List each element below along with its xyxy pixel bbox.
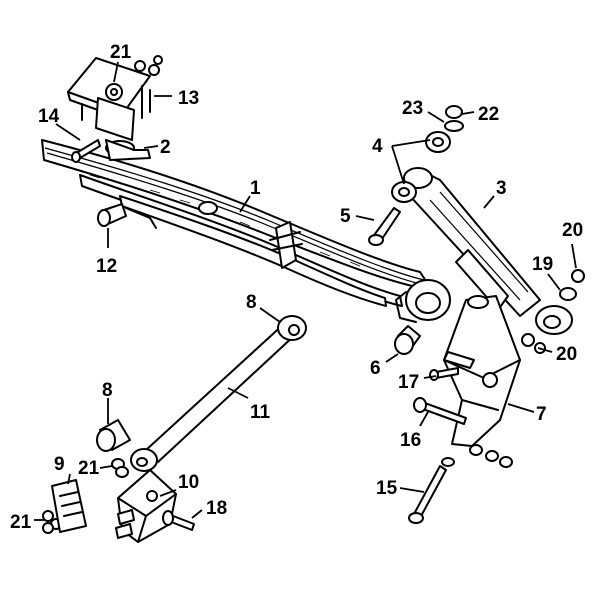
callout-18: 18 [206, 498, 227, 519]
nuts-right [469, 269, 585, 468]
spring-pin [97, 203, 157, 229]
callout-20-lower: 20 [556, 344, 577, 365]
callout-13: 13 [178, 88, 199, 109]
callout-2: 2 [160, 137, 171, 158]
callout-21-bottom: 21 [10, 512, 32, 533]
callout-23: 23 [402, 98, 423, 119]
callout-labels: 1 2 3 4 5 6 7 8 8 9 10 11 12 13 14 15 16… [10, 42, 583, 533]
callout-1: 1 [250, 178, 261, 199]
washer-nut-upper [444, 105, 464, 132]
track-bar-bushing [96, 419, 131, 452]
track-bar [130, 315, 307, 472]
callout-8-lower: 8 [102, 380, 113, 401]
callout-20-upper: 20 [562, 220, 583, 241]
callout-8-upper: 8 [246, 292, 257, 313]
callout-21-middle: 21 [78, 458, 100, 479]
callout-16: 16 [400, 430, 421, 451]
callout-11: 11 [250, 402, 271, 423]
bolts-lower-right [408, 367, 467, 524]
shock-bolt [368, 207, 401, 246]
callout-15: 15 [376, 478, 398, 499]
shock-bushings [391, 131, 451, 203]
callout-6: 6 [370, 358, 381, 379]
callout-4: 4 [372, 136, 383, 157]
callout-19: 19 [532, 254, 553, 275]
callout-12: 12 [96, 256, 117, 277]
callout-22: 22 [478, 104, 499, 125]
callout-17: 17 [398, 372, 419, 393]
callout-3: 3 [496, 178, 507, 199]
callout-9: 9 [54, 454, 65, 475]
callout-10: 10 [178, 472, 199, 493]
leaf-spring [41, 139, 451, 323]
spring-eye-bushing [394, 325, 421, 355]
callout-7: 7 [536, 404, 547, 425]
bracket-bolt [162, 510, 195, 531]
track-bar-bracket [115, 469, 177, 543]
stud-bolt [71, 139, 101, 163]
spring-seat-assembly [67, 55, 163, 161]
callout-5: 5 [340, 206, 351, 227]
callout-21-top: 21 [110, 42, 132, 63]
leader-lines [34, 61, 577, 521]
nuts-lower-left [42, 458, 129, 534]
callout-14: 14 [38, 106, 60, 127]
